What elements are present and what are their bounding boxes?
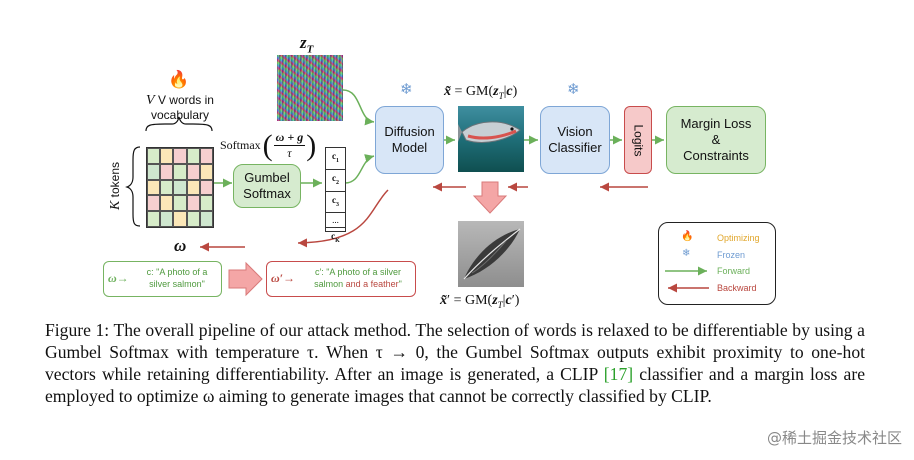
salmon-image: [458, 106, 524, 172]
matrix-cell: [160, 211, 174, 227]
x-tilde-prime-equation: x̃′ = GM(zT|c′): [440, 293, 520, 310]
logits-box: Logits: [624, 106, 652, 174]
backward-arrow-icon: [668, 283, 709, 293]
matrix-cell: [199, 195, 213, 212]
forward-arrow-icon: [665, 266, 707, 276]
matrix-cell: [160, 179, 174, 196]
prompt-box-adversarial: ω′→ c′: "A photo of a silver salmon and …: [266, 261, 416, 297]
forward-arrow-c-diffusion: [344, 154, 375, 184]
matrix-cell: [147, 148, 161, 164]
margin-loss-box: Margin Loss&Constraints: [666, 106, 766, 174]
matrix-cell: [147, 163, 161, 180]
connector-arrows: [125, 89, 664, 297]
backward-arrow-diffusion-c: [297, 189, 389, 248]
c-token-1: c1: [326, 148, 345, 170]
matrix-cell: [173, 163, 187, 180]
snowflake-icon: ❄: [567, 81, 580, 98]
matrix-cell: [173, 148, 187, 164]
citation-link[interactable]: [17]: [603, 364, 634, 384]
c-token-k: cK: [331, 231, 340, 245]
legend-forward: Forward: [717, 266, 751, 276]
big-arrow-right: [228, 261, 263, 297]
c-token-dots: ...: [326, 213, 345, 229]
fire-icon: 🔥: [681, 231, 694, 242]
x-tilde-equation: x̃ = GM(zT|c): [444, 84, 518, 101]
matrix-cell: [147, 195, 161, 212]
c-token-3: c3: [326, 192, 345, 214]
softmax-formula: Softmax ( ω + g τ ): [220, 128, 317, 162]
matrix-cell: [199, 211, 213, 227]
prompt-box-original: ω→ c: "A photo of a silver salmon": [103, 261, 222, 297]
legend: 🔥 Optimizing ❄ Frozen Forward Backward: [658, 222, 776, 305]
c-token-2: c2: [326, 170, 345, 192]
fire-icon: 🔥: [168, 70, 190, 89]
pipeline-figure: zT 🔥 V V words in vocabulary K tokens ω …: [103, 33, 776, 310]
omega-symbol: ω: [174, 236, 187, 255]
snowflake-icon: ❄: [682, 248, 691, 259]
v-brace: [145, 116, 213, 132]
caption-part1: Figure 1: The overall pipeline of our at…: [45, 320, 865, 384]
c-token-column: c1 c2 c3 ... cK: [325, 147, 346, 244]
big-arrow-down: [472, 181, 508, 214]
noise-image: [277, 55, 343, 121]
legend-backward: Backward: [717, 283, 757, 293]
legend-frozen: Frozen: [717, 250, 746, 260]
matrix-cell: [160, 195, 174, 212]
vocabulary-matrix: [146, 147, 214, 228]
z-t-label: zT: [300, 33, 314, 56]
matrix-cell: [147, 179, 161, 196]
matrix-cell: [199, 148, 213, 164]
k-brace: [125, 146, 141, 227]
k-tokens-label: K tokens: [108, 161, 123, 211]
matrix-cell: [147, 211, 161, 227]
matrix-cell: [186, 195, 200, 212]
matrix-cell: [199, 163, 213, 180]
watermark: @稀土掘金技术社区: [766, 429, 902, 447]
matrix-cell: [160, 163, 174, 180]
caption-part2: classifier and a margin loss are employe…: [45, 364, 866, 406]
matrix-cell: [173, 179, 187, 196]
figure-caption: Figure 1: The overall pipeline of our at…: [45, 319, 865, 407]
forward-arrow-z-diffusion: [342, 89, 375, 126]
legend-optimizing: Optimizing: [717, 233, 760, 243]
matrix-cell: [186, 211, 200, 227]
matrix-cell: [199, 179, 213, 196]
matrix-cell: [186, 148, 200, 164]
snowflake-icon: ❄: [400, 81, 413, 98]
matrix-cell: [186, 163, 200, 180]
feather-image: [458, 221, 524, 287]
matrix-cell: [173, 195, 187, 212]
matrix-cell: [173, 211, 187, 227]
matrix-cell: [186, 179, 200, 196]
v-words-label: V V words in vocabulary: [146, 93, 214, 122]
matrix-cell: [160, 148, 174, 164]
